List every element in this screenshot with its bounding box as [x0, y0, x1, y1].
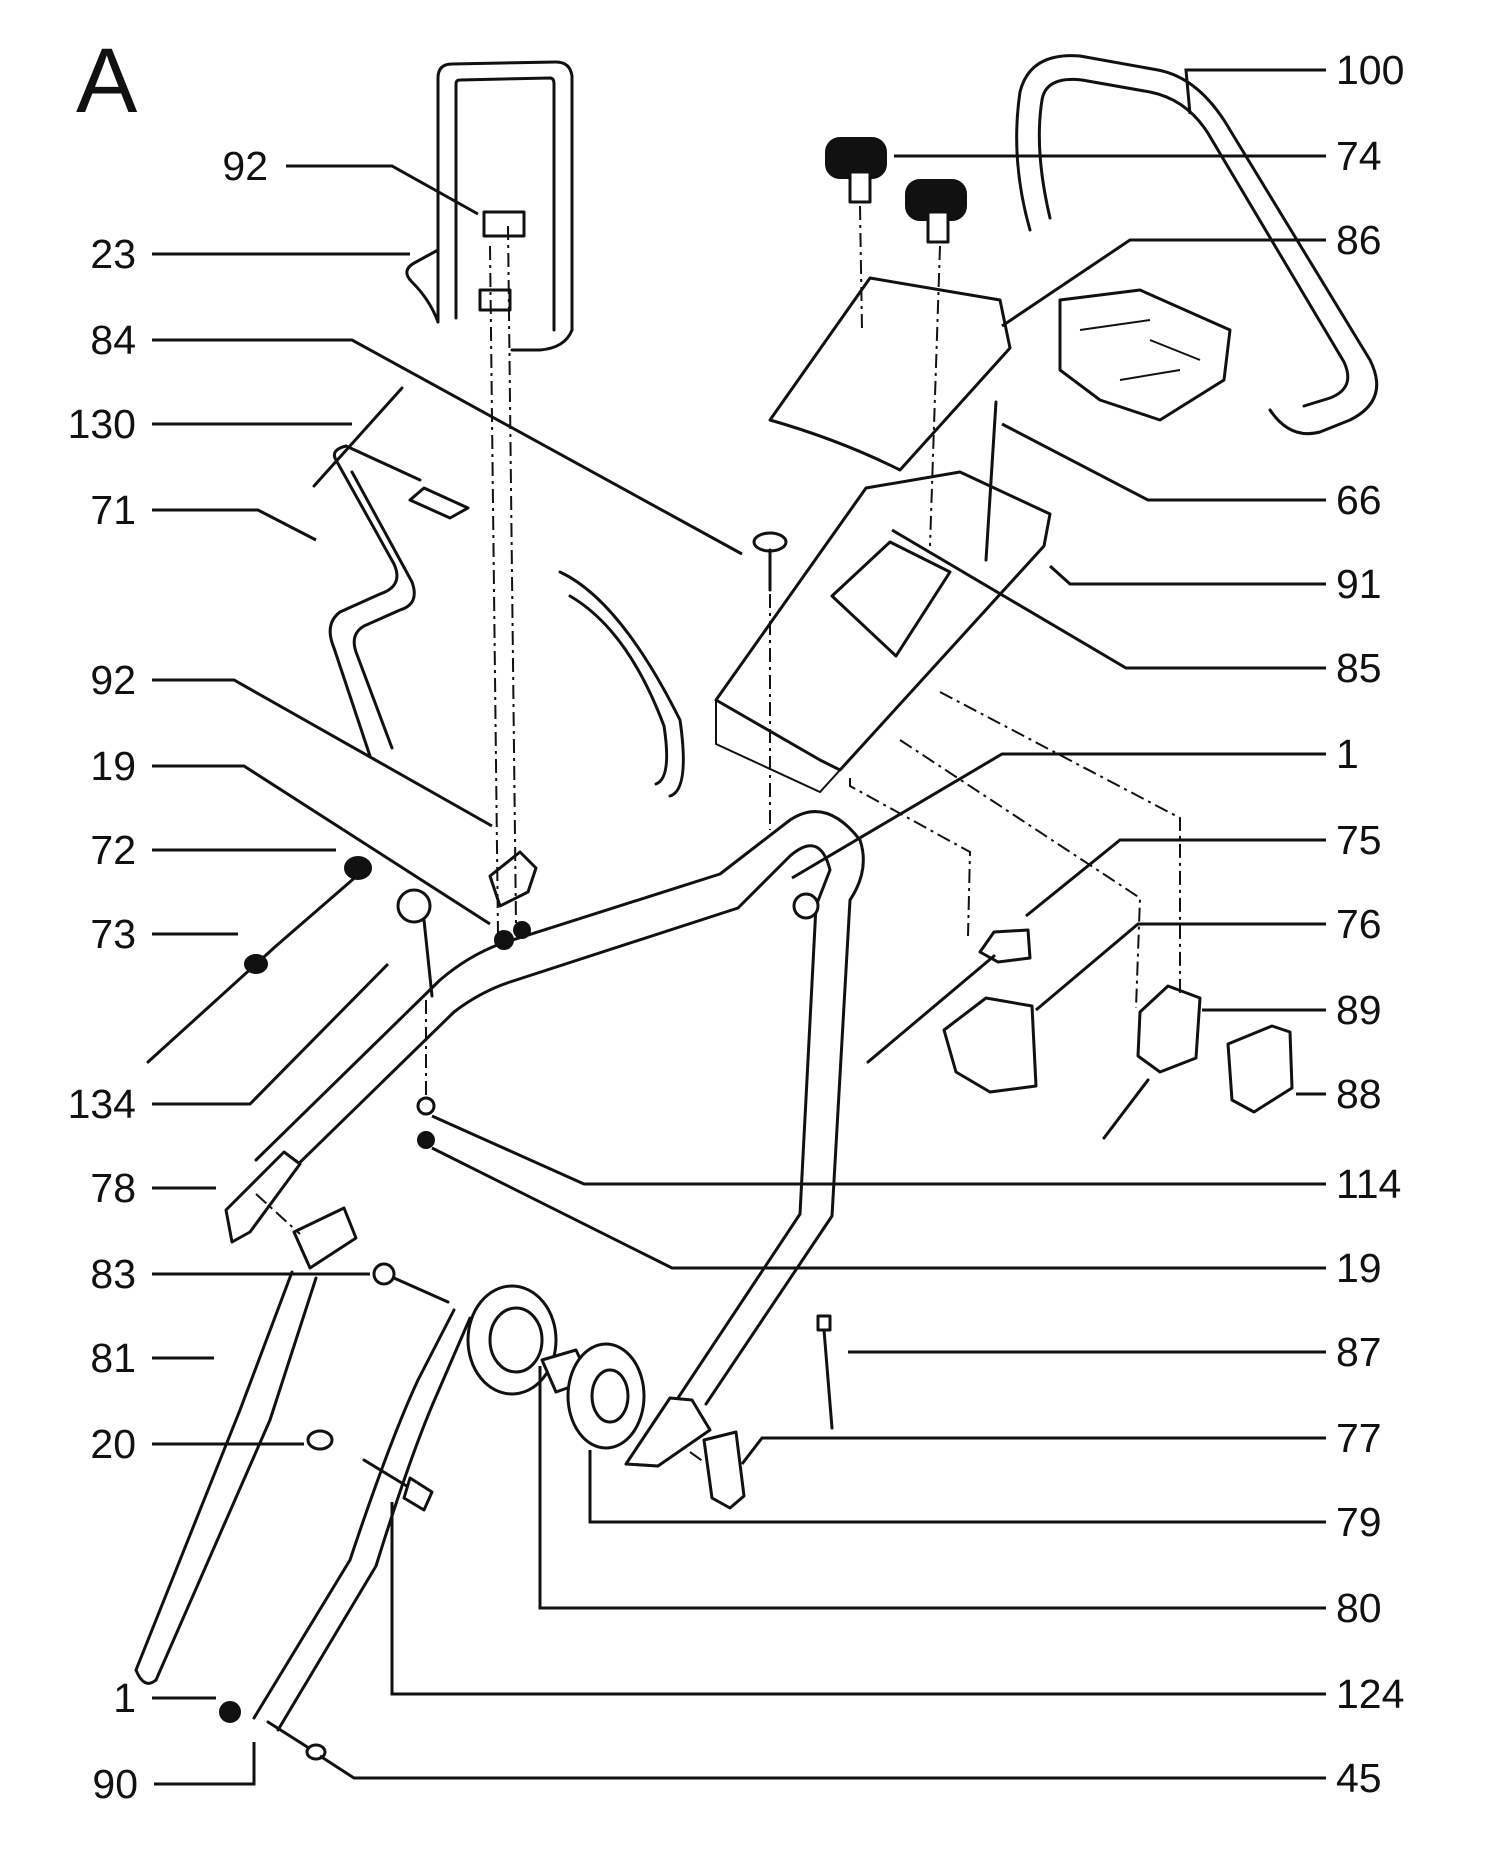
callout-1-left: 1 [113, 1675, 136, 1721]
upper-handle-bar [405, 60, 574, 352]
nut-1-lower [219, 1701, 241, 1723]
knobs [825, 137, 967, 244]
callout-100: 100 [1336, 47, 1404, 93]
carriage-bolt [752, 531, 788, 592]
callout-23: 23 [90, 231, 136, 277]
bracket-78 [224, 1150, 302, 1244]
bolt-124 [362, 1458, 434, 1512]
callout-1-right: 1 [1336, 731, 1359, 777]
bolt-83 [372, 1262, 450, 1304]
cable-130 [312, 386, 404, 488]
callout-92-lower: 92 [90, 657, 136, 703]
control-bracket [714, 470, 1052, 794]
long-screw [984, 400, 998, 562]
bracket-88 [1226, 1024, 1294, 1114]
callout-79: 79 [1336, 1499, 1382, 1545]
callout-124: 124 [1336, 1671, 1404, 1717]
callout-90: 90 [92, 1761, 138, 1807]
callout-76: 76 [1336, 901, 1382, 947]
part-drawings [134, 54, 1379, 1761]
callout-71: 71 [90, 487, 136, 533]
callout-labels-right: 100 74 86 66 91 85 1 75 76 89 88 114 19 … [1336, 47, 1404, 1801]
callout-73: 73 [90, 911, 136, 957]
wheel-79 [566, 1342, 646, 1450]
callout-74: 74 [1336, 133, 1382, 179]
callout-77: 77 [1336, 1415, 1382, 1461]
lever-89 [1102, 984, 1202, 1140]
bracket-76 [942, 996, 1038, 1094]
lower-tube-81 [134, 1270, 318, 1685]
callout-134: 134 [68, 1081, 136, 1127]
lever-75 [866, 928, 1032, 1064]
callout-45: 45 [1336, 1755, 1382, 1801]
callout-87: 87 [1336, 1329, 1382, 1375]
callout-130: 130 [68, 401, 136, 447]
loop-77 [702, 1430, 746, 1510]
callout-75: 75 [1336, 817, 1382, 863]
cable-assembly [146, 856, 372, 1064]
callout-83: 83 [90, 1251, 136, 1297]
callout-19-right: 19 [1336, 1245, 1382, 1291]
callout-86: 86 [1336, 217, 1382, 263]
callout-19-left: 19 [90, 743, 136, 789]
washer-20 [306, 1429, 334, 1451]
main-handle-tube [254, 810, 865, 1418]
cover-plate [768, 276, 1012, 472]
callout-labels-left: 92 23 84 130 71 92 19 72 73 134 78 83 81… [68, 143, 268, 1807]
lower-tube-90 [252, 1308, 472, 1732]
section-title: A [76, 30, 138, 132]
callout-80: 80 [1336, 1585, 1382, 1631]
callout-81: 81 [90, 1335, 136, 1381]
callout-66: 66 [1336, 477, 1382, 523]
washer-114 [416, 1096, 436, 1116]
callout-20: 20 [90, 1421, 136, 1467]
callout-88: 88 [1336, 1071, 1382, 1117]
leader-lines [152, 68, 1326, 1786]
screw-45 [266, 1720, 327, 1761]
callout-84: 84 [90, 317, 136, 363]
callout-85: 85 [1336, 645, 1382, 691]
callout-89: 89 [1336, 987, 1382, 1033]
callout-72: 72 [90, 827, 136, 873]
callout-78: 78 [90, 1165, 136, 1211]
callout-92-upper: 92 [222, 143, 268, 189]
grab-bar [1015, 54, 1379, 436]
lever-bail [328, 444, 685, 798]
callout-91: 91 [1336, 561, 1382, 607]
nut-19 [417, 1131, 435, 1149]
eye-bolt [396, 888, 434, 998]
bracket-77 [624, 1396, 712, 1468]
callout-114: 114 [1336, 1161, 1401, 1207]
cable-tie [816, 1314, 834, 1430]
plate-83 [292, 1206, 358, 1270]
